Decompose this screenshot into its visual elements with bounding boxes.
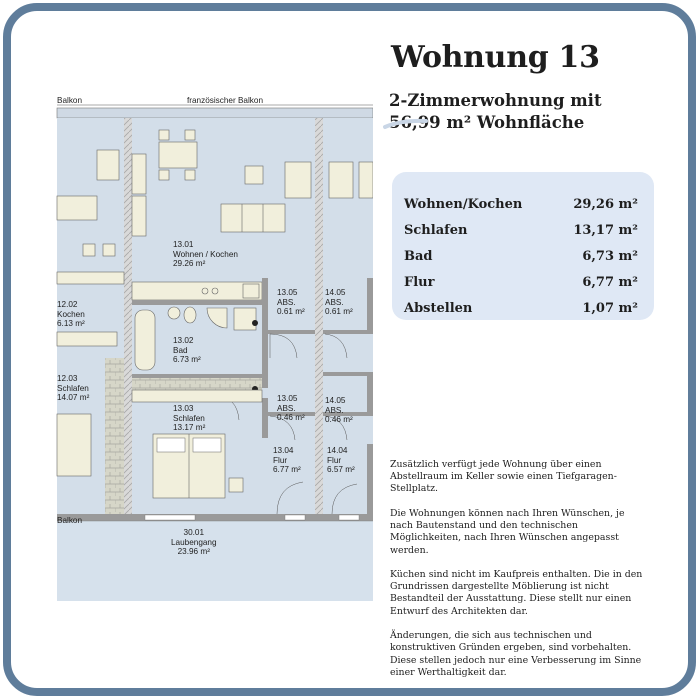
area-name: Flur (404, 275, 435, 290)
area-row: Abstellen 1,07 m² (404, 296, 638, 322)
note-paragraph: Küchen sind nicht im Kaufpreis enthalten… (390, 569, 643, 617)
area-row: Flur 6,77 m² (404, 270, 638, 296)
label-balkon-bottom: Balkon (57, 516, 83, 525)
subtitle-line-2: 56,99 m² Wohnfläche (389, 113, 585, 132)
page-subtitle: 2-Zimmerwohnung mit 56,99 m² Wohnfläche (389, 90, 602, 134)
floor-plan-drawing (56, 104, 373, 601)
notes: Zusätzlich verfügt jede Wohnung über ein… (390, 459, 648, 691)
area-table: Wohnen/Kochen 29,26 m² Schlafen 13,17 m²… (392, 172, 654, 320)
brush-accent (383, 118, 428, 129)
area-value: 6,77 m² (582, 275, 638, 290)
area-name: Abstellen (404, 301, 473, 316)
label-balkon: Balkon (57, 96, 83, 105)
area-name: Bad (404, 249, 433, 264)
area-name: Schlafen (404, 223, 468, 238)
area-row: Schlafen 13,17 m² (404, 218, 638, 244)
note-paragraph: Zusätzlich verfügt jede Wohnung über ein… (390, 459, 617, 495)
area-name: Wohnen/Kochen (404, 197, 523, 212)
note-paragraph: Die Wohnungen können nach Ihren Wünschen… (390, 507, 625, 556)
area-row: Wohnen/Kochen 29,26 m² (404, 192, 638, 218)
note-paragraph: Änderungen, die sich aus technischen und… (390, 630, 642, 678)
page-title: Wohnung 13 (391, 40, 600, 75)
area-value: 1,07 m² (582, 301, 638, 316)
area-value: 6,73 m² (582, 249, 638, 264)
area-value: 13,17 m² (573, 223, 638, 238)
subtitle-line-1: 2-Zimmerwohnung mit (389, 91, 602, 110)
area-value: 29,26 m² (573, 197, 638, 212)
area-row: Bad 6,73 m² (404, 244, 638, 270)
label-french-balcony: französischer Balkon (187, 96, 263, 105)
floor-plan: Balkon französischer Balkon Balkon 13.01… (45, 96, 373, 601)
